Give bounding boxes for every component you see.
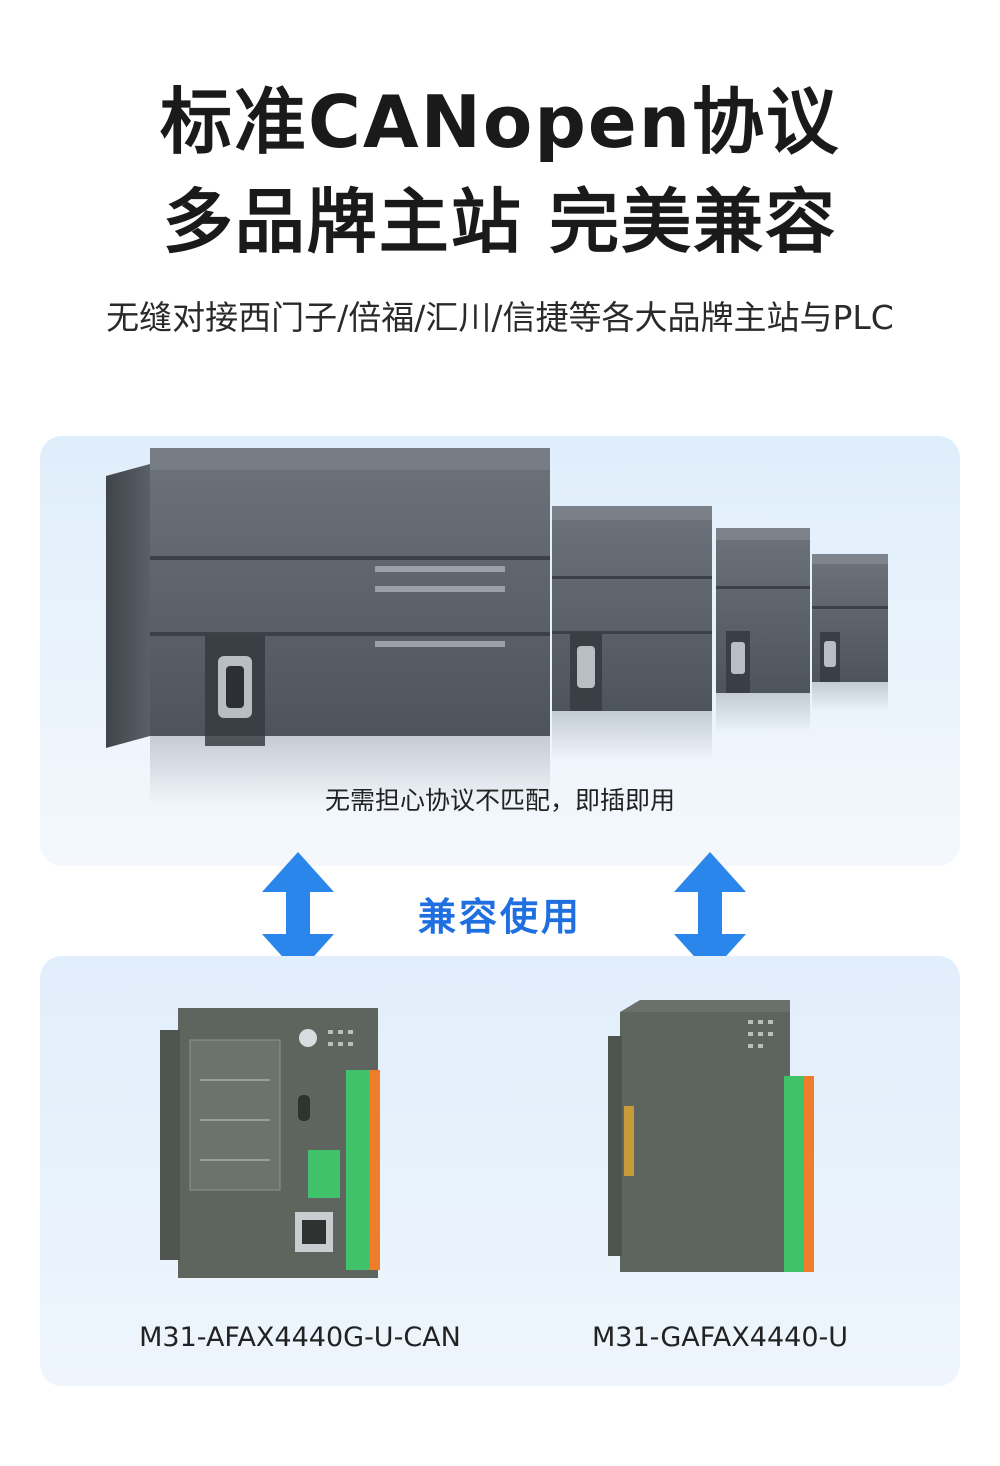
left-double-arrow-icon	[262, 852, 334, 974]
plc-unit-4	[812, 554, 888, 712]
headline-line2: 多品牌主站 完美兼容	[162, 181, 838, 263]
plc-caption: 无需担心协议不匹配，即插即用	[324, 786, 675, 815]
plc-unit-3	[716, 528, 810, 733]
headline-line1: 标准CANopen协议	[160, 80, 840, 164]
compatible-label: 兼容使用	[417, 895, 582, 939]
module-m31-afax4440g-u-can-image	[160, 1008, 380, 1278]
subtitle: 无缝对接西门子/倍福/汇川/信捷等各大品牌主站与PLC	[106, 298, 894, 337]
product-model-1: M31-AFAX4440G-U-CAN	[139, 1322, 461, 1353]
right-double-arrow-icon	[674, 852, 746, 974]
plc-unit-2	[552, 506, 712, 761]
module-m31-gafax4440-u-image	[608, 1000, 814, 1272]
product-model-2: M31-GAFAX4440-U	[591, 1322, 848, 1353]
plc-master-stations-image	[106, 448, 888, 806]
plc-unit-1	[106, 448, 550, 806]
